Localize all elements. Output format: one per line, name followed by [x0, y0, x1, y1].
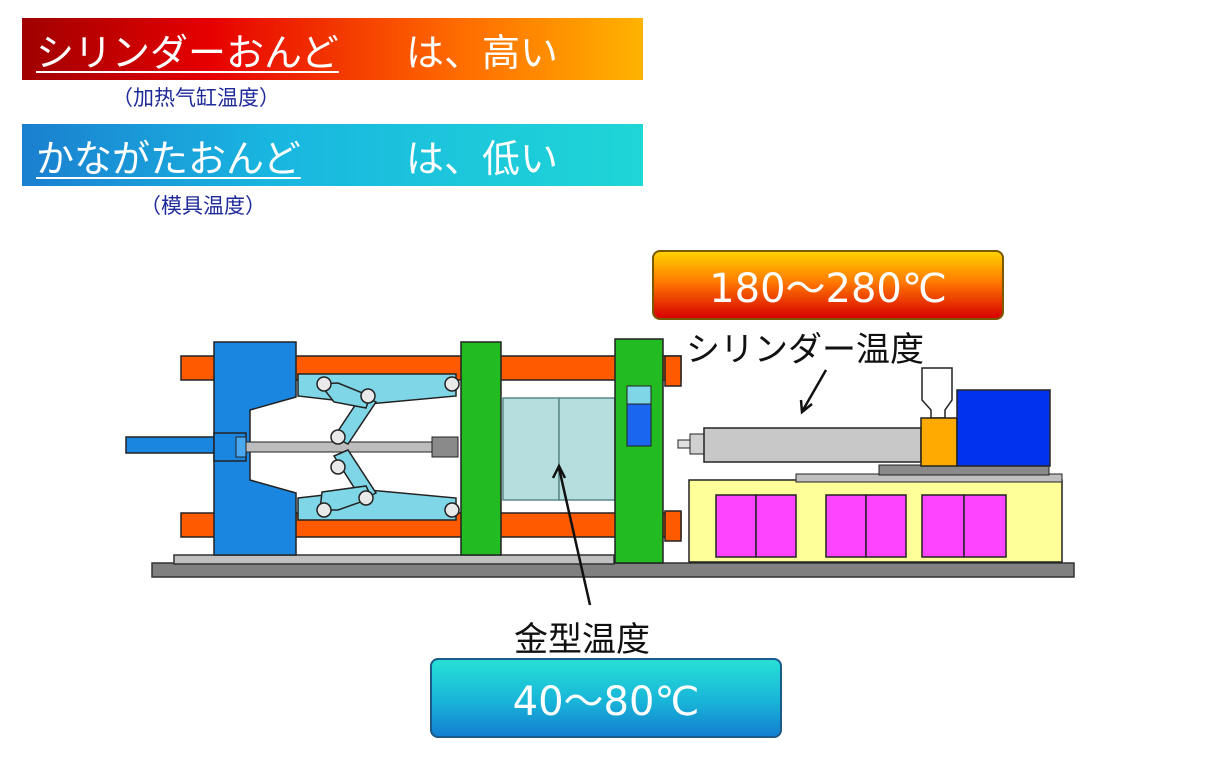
mold-temperature-label: 金型温度: [514, 620, 650, 660]
mold-temperature-badge: 40～80℃: [430, 658, 782, 738]
cylinder-temperature-label: シリンダー温度: [686, 330, 924, 370]
clamp-rail: [173, 554, 615, 565]
mold-temperature-predicate: は、低い: [406, 137, 559, 181]
machine-bed: [151, 562, 1075, 578]
cylinder-temperature-term: シリンダーおんど: [36, 31, 339, 75]
mold-temperature-banner: かながたおんど は、低い: [22, 124, 643, 186]
hopper: [921, 367, 953, 419]
control-panels: [715, 494, 1007, 558]
cylinder-temperature-badge: 180～280℃: [652, 250, 1004, 320]
tie-bar-nut-top: [664, 355, 682, 387]
tie-bar-nut-bottom: [664, 510, 682, 542]
piston-rod: [245, 441, 457, 453]
mold-half-moving: [502, 397, 560, 501]
crosshead-hub: [235, 436, 247, 458]
piston-rod-end: [431, 436, 459, 458]
heating-cylinder: [703, 427, 922, 463]
drive-motor: [956, 389, 1051, 467]
sprue-bushing-top: [626, 385, 652, 405]
toggle-links: [297, 373, 457, 521]
cylinder-temperature-note: （加热气缸温度）: [112, 86, 280, 110]
mold-half-fixed: [558, 397, 616, 501]
arrows: [551, 369, 828, 606]
fixed-platen: [614, 338, 664, 564]
mold-temperature-note: （模具温度）: [140, 194, 266, 218]
mold-temperature-term: かながたおんど: [36, 137, 301, 181]
ejector-rod: [125, 436, 221, 454]
moving-platen: [460, 341, 502, 556]
hopper-throat: [920, 417, 958, 467]
rear-platen: [213, 341, 297, 556]
cylinder-temperature-banner: シリンダーおんど は、高い: [22, 18, 643, 80]
cylinder-temperature-predicate: は、高い: [406, 31, 559, 75]
sprue-bushing: [626, 403, 652, 447]
toggle-pins: [316, 376, 460, 518]
